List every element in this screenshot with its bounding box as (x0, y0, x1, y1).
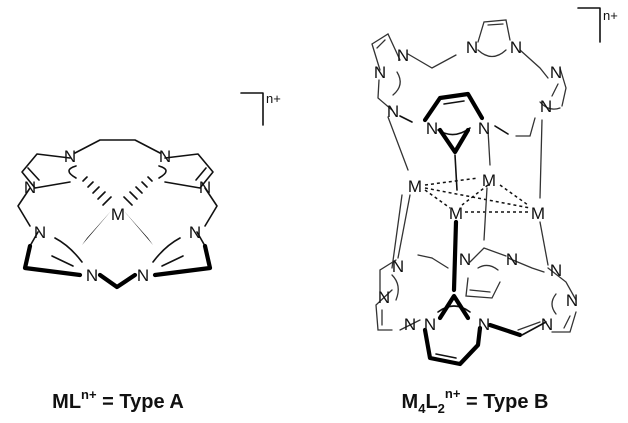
atom-n: N (137, 266, 149, 285)
atom-n: N (550, 261, 562, 280)
metal-atom: M (111, 205, 125, 224)
atom-n: N (541, 315, 553, 334)
atom-n: N (540, 97, 552, 116)
atom-n: N (424, 315, 436, 334)
atom-n: N (459, 250, 471, 269)
charge-bracket (240, 92, 264, 126)
metal-atom: M (449, 204, 463, 223)
metal-metal-bonds (424, 177, 531, 213)
metal-atom: M (408, 177, 422, 196)
metal-atom: M (482, 171, 496, 190)
atom-n: N (466, 38, 478, 57)
atom-n: N (189, 223, 201, 242)
wedge-bond-left (82, 211, 111, 245)
atom-n: N (478, 315, 490, 334)
charge-label: n+ (266, 91, 281, 106)
atom-n: N (378, 288, 390, 307)
atom-n: N (506, 250, 518, 269)
atom-n: N (397, 46, 409, 65)
atom-n: N (404, 315, 416, 334)
charge-label: n+ (603, 8, 618, 23)
atom-n: N (392, 257, 404, 276)
atom-n: N (374, 63, 386, 82)
atom-n: N (550, 63, 562, 82)
atom-n: N (24, 178, 36, 197)
atom-n: N (426, 119, 438, 138)
atom-n: N (34, 223, 46, 242)
atom-n: N (510, 38, 522, 57)
caption-type-b: M4L2n+ = Type B (402, 386, 549, 416)
atom-n: N (199, 178, 211, 197)
atom-n: N (387, 102, 399, 121)
atom-n: N (86, 266, 98, 285)
charge-bracket (577, 7, 601, 43)
metal-atom: M (531, 204, 545, 223)
atom-n: N (566, 291, 578, 310)
hashed-bond-right (123, 176, 153, 206)
atom-n: N (478, 119, 490, 138)
wedge-bond-right (124, 211, 153, 245)
atom-n: N (64, 147, 76, 166)
hashed-bond-left (82, 176, 112, 206)
structure-type-b: N N N N N N N N N N N N N N N N N N N M … (371, 7, 618, 367)
structure-type-a: N N N N N N N N M n+ (17, 91, 281, 290)
atom-n: N (159, 147, 171, 166)
caption-type-a: MLn+ = Type A (52, 387, 184, 413)
